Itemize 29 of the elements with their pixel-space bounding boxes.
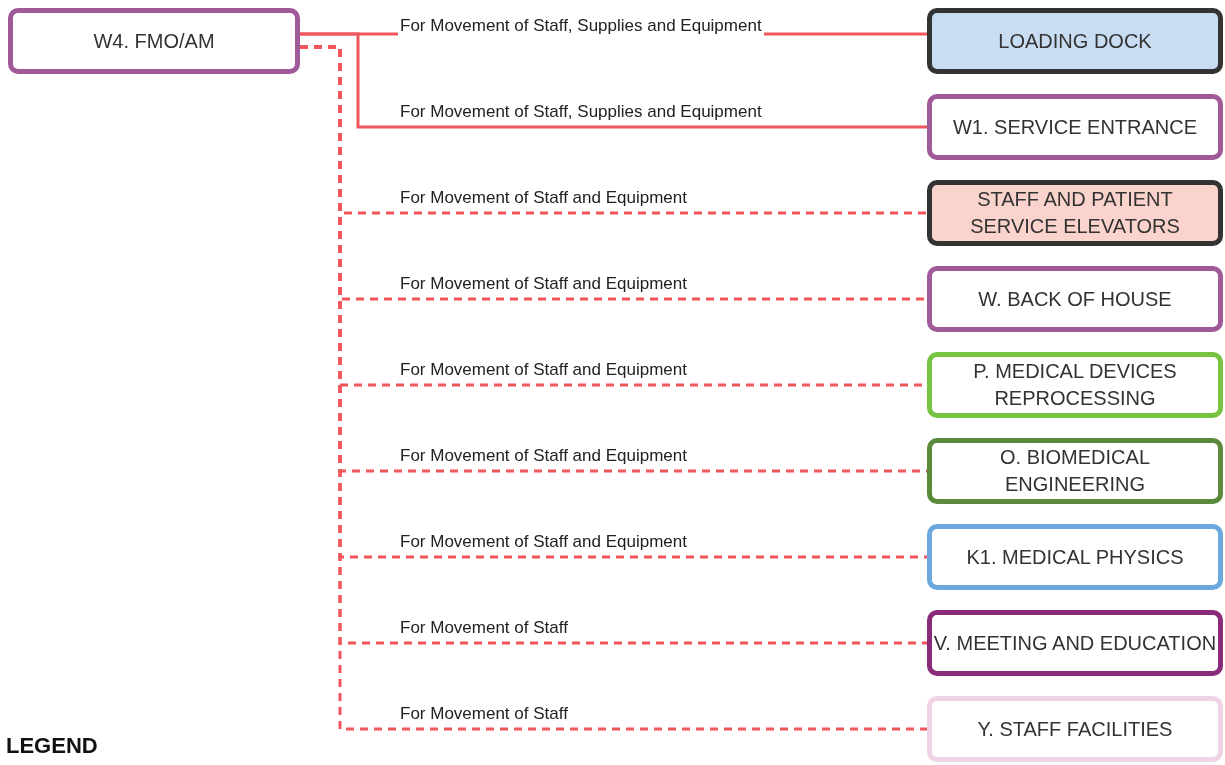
edge-label: For Movement of Staff and Equipment (398, 188, 689, 208)
edge-label: For Movement of Staff, Supplies and Equipment (398, 102, 764, 122)
department-box (8, 8, 300, 74)
department-name: W. BACK OF HOUSE (978, 286, 1172, 312)
connector-line (300, 32, 927, 129)
department-name: LOADING DOCK (998, 28, 1152, 54)
department-name: O. BIOMEDICAL ENGINEERING (999, 445, 1151, 497)
department-name: Y. STAFF FACILITIES (977, 716, 1173, 742)
edge-label: For Movement of Staff and Equipment (398, 446, 689, 466)
department-box (927, 438, 1223, 504)
department-name: P. MEDICAL DEVICES REPROCESSING (972, 359, 1178, 411)
edge-label: For Movement of Staff and Equipment (398, 360, 689, 380)
edge-label: For Movement of Staff and Equipment (398, 274, 689, 294)
edge-label: For Movement of Staff and Equipment (398, 532, 689, 552)
department-box (927, 524, 1223, 590)
department-box (927, 266, 1223, 332)
department-name: W1. SERVICE ENTRANCE (952, 114, 1198, 140)
department-name: K1. MEDICAL PHYSICS (966, 544, 1184, 570)
department-box (927, 352, 1223, 418)
department-box (927, 8, 1223, 74)
legend-heading: LEGEND (6, 733, 98, 759)
department-box (927, 94, 1223, 160)
department-name: STAFF AND PATIENT SERVICE ELEVATORS (969, 187, 1181, 239)
department-box (927, 180, 1223, 246)
department-box (927, 696, 1223, 762)
edge-label: For Movement of Staff, Supplies and Equipment (398, 16, 764, 36)
department-name: W4. FMO/AM (93, 28, 215, 54)
department-name: V. MEETING AND EDUCATION (933, 630, 1217, 656)
department-box (927, 610, 1223, 676)
